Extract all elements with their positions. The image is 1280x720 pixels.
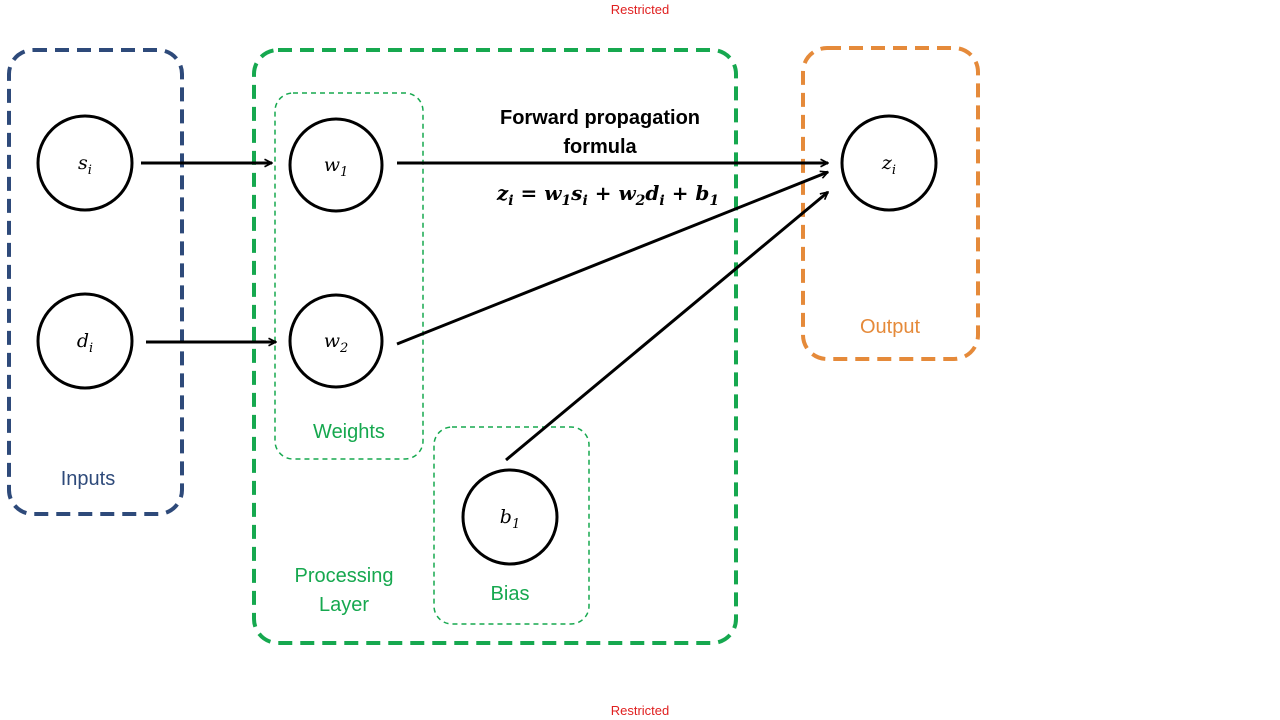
inputs-label: Inputs xyxy=(61,468,115,490)
node-s: si xyxy=(36,114,134,212)
svg-text:si: si xyxy=(78,152,92,178)
classification-label-top: Restricted xyxy=(610,2,670,17)
classification-label-bottom: Restricted xyxy=(610,703,670,718)
svg-text:zi: zi xyxy=(881,152,896,178)
weights-label: Weights xyxy=(313,421,385,443)
svg-text:b1: b1 xyxy=(500,506,520,532)
processing-label-line2: Layer xyxy=(319,594,369,616)
node-z: zi xyxy=(840,114,938,212)
bias-group-box xyxy=(433,426,590,625)
forward-propagation-formula: zi = w1si + w2di + b1 xyxy=(496,181,719,209)
processing-label-line1: Processing xyxy=(295,565,394,587)
arrow-w2-to-z xyxy=(396,172,828,346)
weights-group-box xyxy=(274,92,424,460)
svg-text:w1: w1 xyxy=(324,154,349,180)
svg-text:di: di xyxy=(77,330,93,356)
arrow-b1-to-z xyxy=(505,192,828,462)
svg-text:w2: w2 xyxy=(324,330,349,356)
formula-title-line1: Forward propagation xyxy=(500,107,700,129)
formula-title-line2: formula xyxy=(563,136,637,158)
bias-label: Bias xyxy=(491,583,530,605)
node-b1: b1 xyxy=(461,468,559,566)
node-w2: w2 xyxy=(288,293,384,389)
output-group-box xyxy=(801,46,980,361)
node-d: di xyxy=(36,292,134,390)
output-label: Output xyxy=(860,316,920,338)
node-w1: w1 xyxy=(288,117,384,213)
